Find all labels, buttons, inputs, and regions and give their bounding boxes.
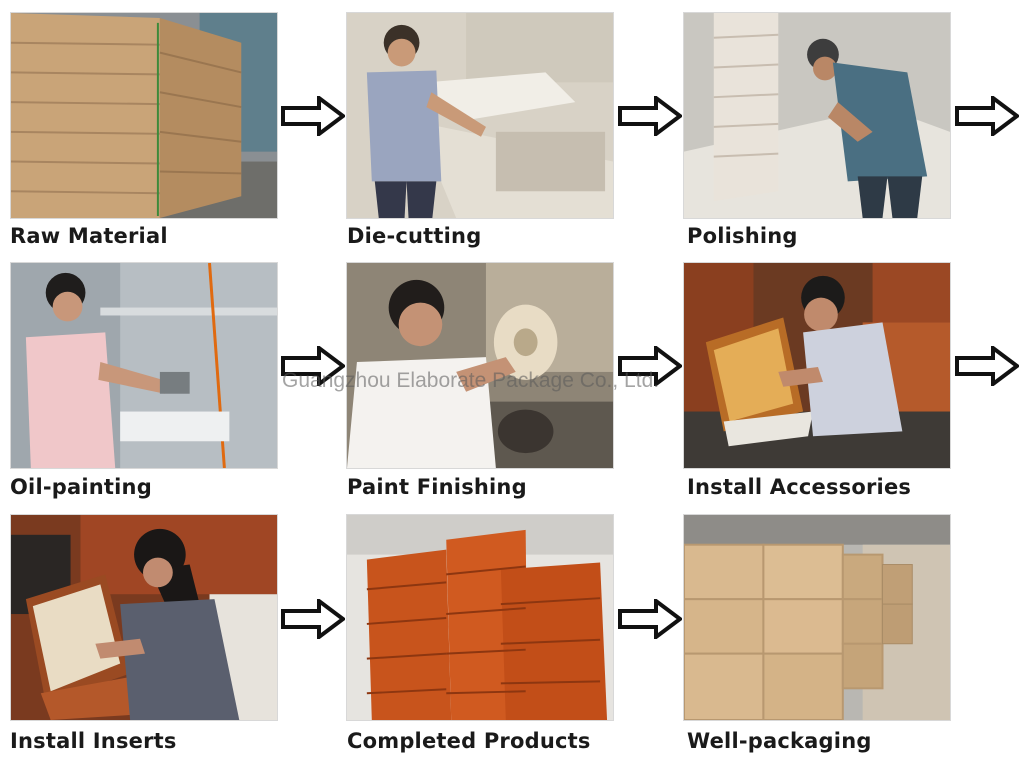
step-label: Die-cutting [347,224,482,248]
right-arrow-icon [618,346,682,386]
worker-at-buffing-wheel-photo [346,262,614,469]
step-label: Paint Finishing [347,475,527,499]
step-label: Well-packaging [687,729,872,753]
right-arrow-icon [955,96,1019,136]
stacked-finished-boxes-photo [346,514,614,721]
stacked-mdf-boards-photo [10,12,278,219]
worker-installing-box-inserts-photo [10,514,278,721]
step-label: Polishing [687,224,798,248]
worker-fitting-wooden-box-photo [683,262,951,469]
right-arrow-icon [618,599,682,639]
right-arrow-icon [281,599,345,639]
right-arrow-icon [281,96,345,136]
step-label: Completed Products [347,729,591,753]
worker-at-cutting-machine-photo [346,12,614,219]
step-label: Oil-painting [10,475,152,499]
company-watermark: Guangzhou Elaborate Package Co., Ltd. [282,369,660,392]
step-label: Install Accessories [687,475,912,499]
stacked-cardboard-cartons-photo [683,514,951,721]
step-label: Raw Material [10,224,168,248]
worker-spray-painting-photo [10,262,278,469]
right-arrow-icon [281,346,345,386]
worker-sanding-boards-photo [683,12,951,219]
right-arrow-icon [618,96,682,136]
step-label: Install Inserts [10,729,177,753]
right-arrow-icon [955,346,1019,386]
